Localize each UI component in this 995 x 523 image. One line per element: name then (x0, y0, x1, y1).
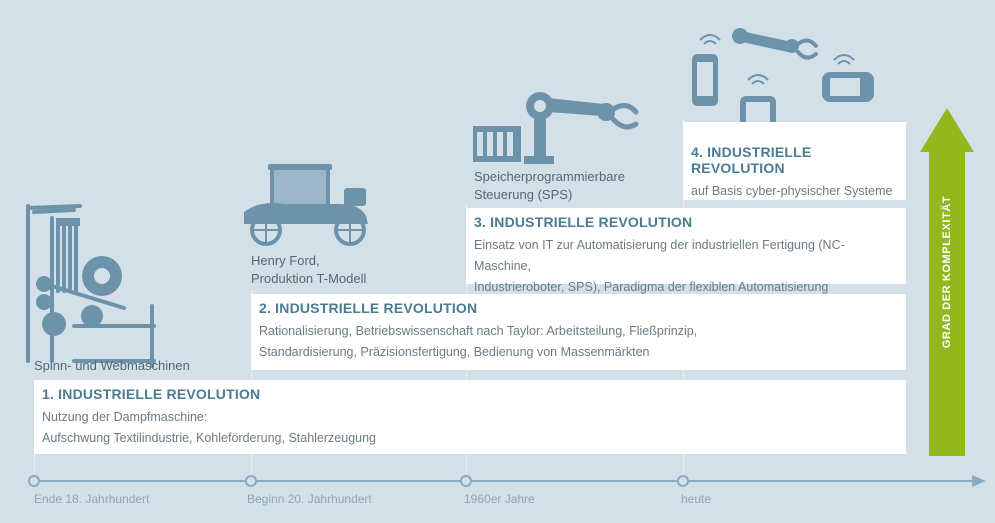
caption-spinning-machines: Spinn- und Webmaschinen (34, 358, 190, 373)
revolution-4-description: auf Basis cyber-physischer Systeme (691, 184, 893, 198)
revolution-4-box: 4. INDUSTRIELLE REVOLUTION auf Basis cyb… (683, 122, 906, 200)
timeline-axis (34, 480, 974, 482)
revolution-1-title: 1. INDUSTRIELLE REVOLUTION (42, 386, 261, 402)
timeline-label-today: heute (681, 492, 712, 506)
timeline-marker (677, 475, 689, 487)
robot-arm-icon (524, 92, 639, 164)
plc-rack-icon (473, 126, 521, 162)
complexity-label: GRAD DER KOMPLEXITÄT (941, 195, 953, 349)
complexity-arrow (929, 150, 965, 456)
timeline-marker (245, 475, 257, 487)
timeline-label-1960s: 1960er Jahre (464, 492, 535, 506)
revolution-3-description: Einsatz von IT zur Automatisierung der i… (474, 238, 845, 294)
caption-plc: Speicherprogrammierbare Steuerung (SPS) (474, 169, 626, 202)
revolution-3-title: 3. INDUSTRIELLE REVOLUTION (474, 214, 693, 230)
timeline-marker (28, 475, 40, 487)
revolution-4-title: 4. INDUSTRIELLE REVOLUTION (691, 144, 812, 176)
timeline-marker (460, 475, 472, 487)
revolution-2-box: 2. INDUSTRIELLE REVOLUTION Rationalisier… (251, 294, 906, 370)
revolution-2-description: Rationalisierung, Betriebswissenschaft n… (259, 324, 698, 359)
timeline-arrowhead (972, 475, 986, 487)
revolution-1-description: Nutzung der Dampfmaschine: Aufschwung Te… (42, 410, 377, 445)
revolution-1-box: 1. INDUSTRIELLE REVOLUTION Nutzung der D… (34, 380, 906, 454)
complexity-arrow-head (920, 108, 974, 152)
caption-henry-ford: Henry Ford, Produktion T-Modell (251, 253, 367, 286)
revolution-3-box: 3. INDUSTRIELLE REVOLUTION Einsatz von I… (466, 208, 906, 294)
timeline-label-end-18th-century: Ende 18. Jahrhundert (34, 492, 150, 506)
timeline-label-start-20th-century: Beginn 20. Jahrhundert (247, 492, 372, 506)
ford-model-t-icon (244, 164, 368, 246)
loom-icon (26, 204, 156, 368)
revolution-2-title: 2. INDUSTRIELLE REVOLUTION (259, 300, 478, 316)
cyber-physical-devices-icon (692, 28, 874, 130)
